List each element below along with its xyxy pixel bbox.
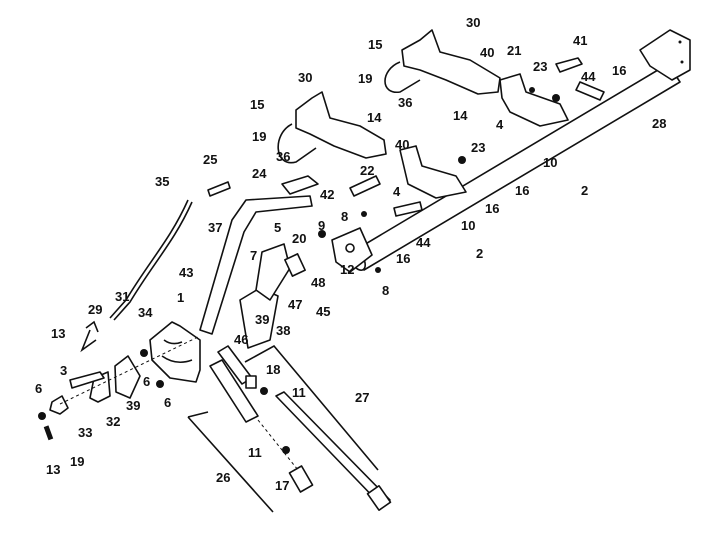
callout-14: 14 (453, 108, 468, 123)
callout-27: 27 (355, 390, 369, 405)
callout-2: 2 (581, 183, 588, 198)
bracket-40-upper (499, 73, 569, 127)
callout-16: 16 (396, 251, 410, 266)
callout-37: 37 (208, 220, 222, 235)
lift-arm-30-upper (384, 29, 501, 95)
callout-38: 38 (276, 323, 290, 338)
callout-40: 40 (395, 137, 409, 152)
callout-46: 46 (234, 332, 248, 347)
callout-12: 12 (340, 262, 354, 277)
callout-40: 40 (480, 45, 494, 60)
callout-24: 24 (252, 166, 267, 181)
callout-13: 13 (51, 326, 65, 341)
callout-15: 15 (250, 97, 264, 112)
callout-19: 19 (358, 71, 372, 86)
end-bracket (331, 227, 373, 273)
hardware-nuts (38, 87, 560, 454)
callout-42: 42 (320, 187, 334, 202)
pin-41 (555, 57, 605, 101)
callout-43: 43 (179, 265, 193, 280)
callout-6: 6 (143, 374, 150, 389)
callout-30: 30 (466, 15, 480, 30)
callout-31: 31 (115, 289, 129, 304)
callout-45: 45 (316, 304, 330, 319)
rod-35 (109, 199, 193, 321)
callout-2: 2 (476, 246, 483, 261)
callout-47: 47 (288, 297, 302, 312)
callout-36: 36 (398, 95, 412, 110)
callout-19: 19 (70, 454, 84, 469)
lift-arm-30-lower (277, 91, 387, 164)
callout-15: 15 (368, 37, 382, 52)
callout-6: 6 (164, 395, 171, 410)
callout-11: 11 (248, 445, 262, 460)
callout-16: 16 (485, 201, 499, 216)
callout-44: 44 (581, 69, 596, 84)
callout-28: 28 (652, 116, 666, 131)
callout-10: 10 (461, 218, 475, 233)
callout-17: 17 (275, 478, 289, 493)
callout-34: 34 (138, 305, 153, 320)
callout-10: 10 (543, 155, 557, 170)
cross-rod-27 (275, 391, 392, 512)
link-29 (80, 320, 99, 353)
callout-39: 39 (255, 312, 269, 327)
pin-42 (349, 175, 423, 217)
callout-3: 3 (60, 363, 67, 378)
callout-5: 5 (274, 220, 281, 235)
callout-8: 8 (382, 283, 389, 298)
quadrant-plate-34 (149, 321, 201, 383)
plate-38-39 (239, 243, 291, 349)
callout-44: 44 (416, 235, 431, 250)
callout-22: 22 (360, 163, 374, 178)
callout-4: 4 (496, 117, 504, 132)
callout-19: 19 (252, 129, 266, 144)
pin-25 (207, 181, 231, 197)
bracket-40-lower (399, 145, 467, 199)
callout-6: 6 (35, 381, 42, 396)
callout-11: 11 (292, 385, 306, 400)
bracket-39-32-33 (49, 335, 201, 415)
callout-9: 9 (318, 218, 325, 233)
callout-7: 7 (250, 248, 257, 263)
callout-14: 14 (367, 110, 382, 125)
callout-8: 8 (341, 209, 348, 224)
turnbuckle-18 (209, 345, 259, 423)
callout-30: 30 (298, 70, 312, 85)
callout-21: 21 (507, 43, 521, 58)
callout-4: 4 (393, 184, 401, 199)
callout-25: 25 (203, 152, 217, 167)
callout-23: 23 (471, 140, 485, 155)
bracket-26 (187, 344, 379, 513)
callout-18: 18 (266, 362, 280, 377)
callout-26: 26 (216, 470, 230, 485)
callout-20: 20 (292, 231, 306, 246)
callout-16: 16 (515, 183, 529, 198)
callout-39: 39 (126, 398, 140, 413)
callout-32: 32 (106, 414, 120, 429)
callout-23: 23 (533, 59, 547, 74)
callout-13: 13 (46, 462, 60, 477)
callout-33: 33 (78, 425, 92, 440)
callout-48: 48 (311, 275, 325, 290)
callout-35: 35 (155, 174, 169, 189)
lever-37 (199, 195, 313, 335)
callout-1: 1 (177, 290, 184, 305)
pad-24 (281, 175, 319, 195)
spring-20 (284, 253, 306, 277)
main-tube-28 (349, 29, 691, 271)
clevis-17 (257, 419, 314, 493)
callout-29: 29 (88, 302, 102, 317)
callout-41: 41 (573, 33, 587, 48)
callout-36: 36 (276, 149, 290, 164)
callout-16: 16 (612, 63, 626, 78)
